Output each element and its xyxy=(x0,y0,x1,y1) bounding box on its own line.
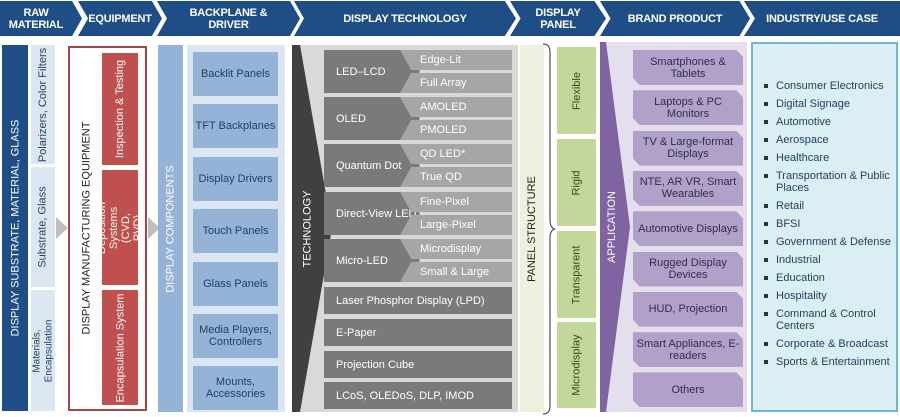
panel-item: Transparent xyxy=(557,231,596,318)
tech-subitem: Microdisplay xyxy=(400,239,512,259)
panel-item: Rigid xyxy=(557,139,596,226)
header-backplane: BACKPLANE & DRIVER xyxy=(157,1,300,36)
raw-material-bar: DISPLAY SUBSTRATE, MATERIAL, GLASS xyxy=(2,45,28,411)
backplane-item: Media Players, Controllers xyxy=(193,314,278,358)
raw-material-item: Materials, Encapsulation xyxy=(31,290,55,411)
tech-item: LCoS, OLEDoS, DLP, IMOD xyxy=(324,382,512,409)
tech-subitem: AMOLED xyxy=(400,97,512,117)
panel-structure-title: PANEL STRUCTURE xyxy=(526,175,538,282)
brand-item: Automotive Displays xyxy=(633,211,743,247)
brand-item: Rugged Display Devices xyxy=(633,251,743,287)
brand-item: HUD, Projection xyxy=(633,291,743,327)
raw-material-item: Substrate, Glass xyxy=(31,167,55,287)
industry-item: Corporate & Broadcast xyxy=(762,338,897,350)
tech-subitem: PMOLED xyxy=(400,120,512,140)
industry-item: Automotive xyxy=(762,116,897,128)
raw-material-item: Polarizers, Color Filters xyxy=(31,45,55,164)
equipment-item: Inspection & Testing xyxy=(102,53,138,165)
tech-item: Projection Cube xyxy=(324,351,512,378)
header-display-panel: DISPLAY PANEL xyxy=(510,1,606,36)
brand-item: Others xyxy=(633,372,743,408)
brand-item: Smartphones & Tablets xyxy=(633,50,743,85)
industry-item: Retail xyxy=(762,200,897,212)
industry-item: Hospitality xyxy=(762,290,897,302)
tech-group: Micro-LED xyxy=(324,239,420,282)
backplane-item: Backlit Panels xyxy=(193,52,278,96)
industry-item: Sports & Entertainment xyxy=(762,356,897,368)
tech-subitem: Edge-Lit xyxy=(400,50,512,70)
industry-item: BFSI xyxy=(762,218,897,230)
raw-material-title: DISPLAY SUBSTRATE, MATERIAL, GLASS xyxy=(9,119,21,337)
equipment-item: Encapsulation System xyxy=(102,290,138,405)
tech-subitem: QD LED* xyxy=(400,144,512,164)
brand-item: TV & Large-format Displays xyxy=(633,130,743,166)
industry-item: Transportation & Public Places xyxy=(762,170,897,194)
industry-item: Government & Defense xyxy=(762,236,897,248)
panel-structure-bg xyxy=(520,45,544,412)
industry-item: Command & Control Centers xyxy=(762,308,897,332)
tech-group: LED–LCD xyxy=(324,50,420,93)
backplane-item: TFT Backplanes xyxy=(193,104,278,148)
header-raw-material: RAW MATERIAL xyxy=(0,1,82,36)
arrow-icon xyxy=(56,217,68,239)
header-equipment: EQUIPMENT xyxy=(78,1,162,36)
equipment-item: Deposition Systems (CVD, PVD) xyxy=(96,170,144,285)
backplane-item: Glass Panels xyxy=(193,262,278,306)
brand-item: Laptops & PC Monitors xyxy=(633,90,743,126)
tech-subitem: Full Array xyxy=(400,73,512,93)
equipment-title: DISPLAY MANUFACTURING EQUIPMENT xyxy=(80,121,92,335)
tech-subitem: True QD xyxy=(400,167,512,187)
brand-item: Smart Appliances, E-readers xyxy=(633,332,743,368)
tech-group: Quantum Dot xyxy=(324,144,420,187)
industry-panel xyxy=(751,42,898,412)
tech-item: E-Paper xyxy=(324,319,512,346)
industry-item: Education xyxy=(762,272,897,284)
industry-item: Aerospace xyxy=(762,134,897,146)
industry-item: Digital Signage xyxy=(762,98,897,110)
tech-subitem: Small & Large xyxy=(400,262,512,282)
header-brand-product: BRAND PRODUCT xyxy=(600,1,750,36)
backplane-item: Mounts, Accessories xyxy=(193,366,278,410)
header-industry: INDUSTRY/USE CASE xyxy=(744,1,900,36)
industry-item: Consumer Electronics xyxy=(762,80,897,92)
backplane-item: Display Drivers xyxy=(193,157,278,201)
tech-item: Laser Phosphor Display (LPD) xyxy=(324,287,512,314)
display-components-bar: DISPLAY COMPONENTS xyxy=(158,45,183,412)
header-display-technology: DISPLAY TECHNOLOGY xyxy=(294,1,516,36)
tech-group: Direct-View LED xyxy=(324,192,420,235)
tech-subitem: Fine-Pixel xyxy=(400,192,512,212)
tech-group: OLED xyxy=(324,97,420,140)
brand-item: NTE, AR VR, Smart Wearables xyxy=(633,170,743,206)
arrow-icon xyxy=(148,217,160,239)
backplane-item: Touch Panels xyxy=(193,209,278,253)
equipment-frame xyxy=(68,46,147,411)
tech-subitem: Large-Pixel xyxy=(400,215,512,235)
industry-item: Industrial xyxy=(762,254,897,266)
panel-item: Microdisplay xyxy=(557,322,596,408)
industry-item: Healthcare xyxy=(762,152,897,164)
brace-icon xyxy=(542,43,556,415)
panel-item: Flexible xyxy=(557,47,596,134)
